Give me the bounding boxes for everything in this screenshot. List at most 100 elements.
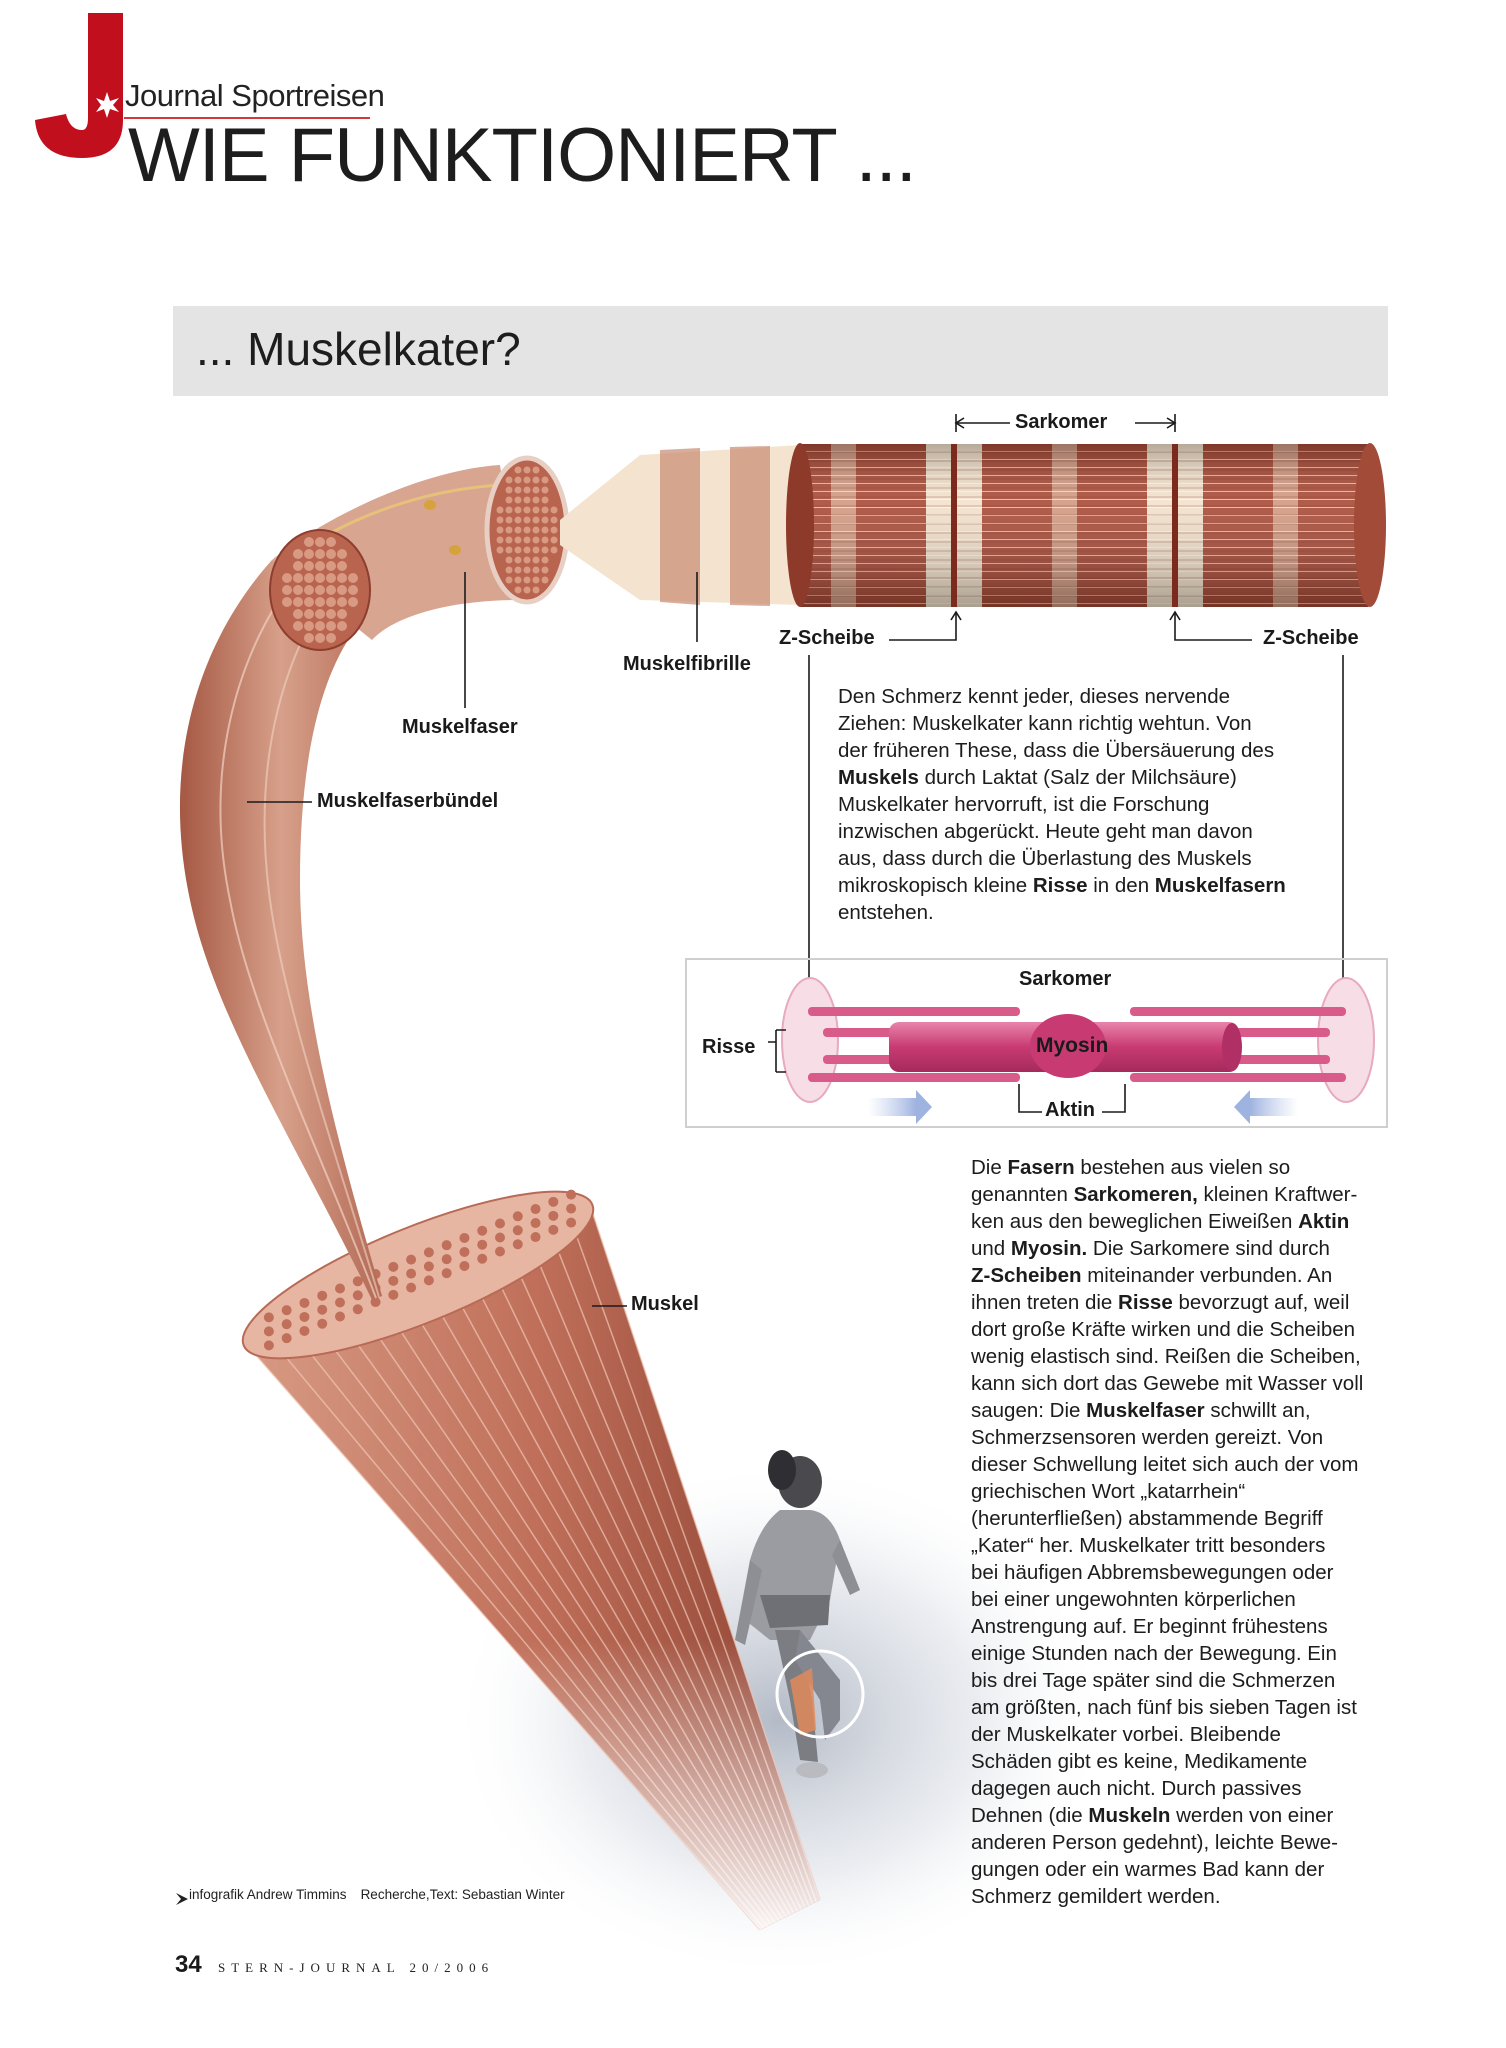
text-run: kleinen Kraftwer- <box>1197 1183 1358 1206</box>
text-run: Muskelkater hervorruft, ist die Forschun… <box>838 793 1210 816</box>
paragraph-line: ihnen treten die Risse bevorzugt auf, we… <box>971 1289 1363 1316</box>
paragraph-line: bis drei Tage später sind die Schmerzen <box>971 1667 1363 1694</box>
journal-brand: Journal Sportreisen <box>125 78 385 113</box>
paragraph-line: Ziehen: Muskelkater kann richtig wehtun.… <box>838 710 1286 737</box>
magazine-issue: STERN-JOURNAL 20/2006 <box>218 1960 495 1975</box>
bold-term: Sarkomeren, <box>1073 1183 1198 1206</box>
label-muskelfaserbuendel: Muskelfaserbündel <box>317 790 499 812</box>
text-run: kann sich dort das Gewebe mit Wasser vol… <box>971 1372 1364 1395</box>
paragraph-line: mikroskopisch kleine Risse in den Muskel… <box>838 872 1286 899</box>
paragraph-line: „Kater“ her. Muskelkater tritt besonders <box>971 1532 1363 1559</box>
bold-term: Myosin. <box>1010 1237 1088 1260</box>
paragraph-line: Anstrengung auf. Er beginnt frühestens <box>971 1613 1363 1640</box>
paragraph-line: (herunterfließen) abstammende Begriff <box>971 1505 1363 1532</box>
bold-term: Muskelfasern <box>1154 874 1286 897</box>
text-run: und <box>971 1237 1011 1260</box>
label-muskel: Muskel <box>631 1293 699 1315</box>
runner-figure <box>735 1450 865 1778</box>
text-run: bis drei Tage später sind die Schmerzen <box>971 1669 1336 1692</box>
paragraph-line: wenig elastisch sind. Reißen die Scheibe… <box>971 1343 1363 1370</box>
text-run: schwillt an, <box>1204 1399 1311 1422</box>
text-run: bei einer ungewohnten körperlichen <box>971 1588 1296 1611</box>
text-run: bei häufigen Abbremsbewegungen oder <box>971 1561 1334 1584</box>
label-z-scheibe-right: Z-Scheibe <box>1263 627 1359 649</box>
text-run: (herunterfließen) abstammende Begriff <box>971 1507 1323 1530</box>
paragraph-line: genannten Sarkomeren, kleinen Kraftwer- <box>971 1181 1363 1208</box>
label-z-scheibe-left: Z-Scheibe <box>779 627 875 649</box>
paragraph-line: Muskels durch Laktat (Salz der Milchsäur… <box>838 764 1286 791</box>
sarcomere-title: Sarkomer <box>1019 968 1112 990</box>
paragraph-line: inzwischen abgerückt. Heute geht man dav… <box>838 818 1286 845</box>
actin-filament <box>1130 1073 1346 1082</box>
paragraph-line: kann sich dort das Gewebe mit Wasser vol… <box>971 1370 1363 1397</box>
text-run: ihnen treten die <box>971 1291 1119 1314</box>
text-run: werden von einer <box>1170 1804 1334 1827</box>
highlight-circle <box>775 1649 865 1739</box>
intro-paragraph: Den Schmerz kennt jeder, dieses nervende… <box>838 683 1286 926</box>
text-run: miteinander verbunden. An <box>1081 1264 1333 1287</box>
text-run: Die Sarkomere sind durch <box>1087 1237 1330 1260</box>
page-number: 34 <box>175 1951 202 1978</box>
label-aktin: Aktin <box>1045 1099 1095 1121</box>
paragraph-line: dieser Schwellung leitet sich auch der v… <box>971 1451 1363 1478</box>
label-muskelfibrille: Muskelfibrille <box>623 653 751 675</box>
bold-term: Muskeln <box>1088 1804 1171 1827</box>
page-title: WIE FUNKTIONIERT ... <box>128 113 917 198</box>
paragraph-line: anderen Person gedehnt), leichte Bewe- <box>971 1829 1363 1856</box>
text-run: dort große Kräfte wirken und die Scheibe… <box>971 1318 1356 1341</box>
text-run: in den <box>1087 874 1155 897</box>
paragraph-line: saugen: Die Muskelfaser schwillt an, <box>971 1397 1363 1424</box>
label-myosin: Myosin <box>1036 1034 1109 1057</box>
text-run: anderen Person gedehnt), leichte Bewe- <box>971 1831 1338 1854</box>
bold-term: Aktin <box>1298 1210 1350 1233</box>
text-run: „Kater“ her. Muskelkater tritt besonders <box>971 1534 1326 1557</box>
credit-research: Recherche,Text: Sebastian Winter <box>360 1887 565 1902</box>
muscle-illustration <box>241 1189 821 1931</box>
sarcomere-diagram <box>768 977 1375 1124</box>
page-subtitle: ... Muskelkater? <box>196 323 521 375</box>
paragraph-line: der Muskelkater vorbei. Bleibende <box>971 1721 1363 1748</box>
paragraph-line: Den Schmerz kennt jeder, dieses nervende <box>838 683 1286 710</box>
text-run: Schmerz gemildert werden. <box>971 1885 1221 1908</box>
z-disc <box>951 444 957 607</box>
text-run: dagegen auch nicht. Durch passives <box>971 1777 1302 1800</box>
paragraph-line: dagegen auch nicht. Durch passives <box>971 1775 1363 1802</box>
actin-filament <box>808 1073 1020 1082</box>
paragraph-line: Schmerzsensoren werden gereizt. Von <box>971 1424 1363 1451</box>
bold-term: Muskels <box>838 766 919 789</box>
paragraph-line: Dehnen (die Muskeln werden von einer <box>971 1802 1363 1829</box>
text-run: der früheren These, dass die Übersäuerun… <box>838 739 1275 762</box>
z-disc <box>1172 444 1178 607</box>
paragraph-line: Z-Scheiben miteinander verbunden. An <box>971 1262 1363 1289</box>
text-run: bevorzugt auf, weil <box>1172 1291 1350 1314</box>
text-run: bestehen aus vielen so <box>1074 1156 1291 1179</box>
paragraph-line: Schäden gibt es keine, Medikamente <box>971 1748 1363 1775</box>
paragraph-line: dort große Kräfte wirken und die Scheibe… <box>971 1316 1363 1343</box>
label-sarkomer: Sarkomer <box>1015 411 1108 433</box>
text-run: gungen oder ein warmes Bad kann der <box>971 1858 1325 1881</box>
journal-logo <box>35 13 123 158</box>
text-run: aus, dass durch die Überlastung des Musk… <box>838 847 1252 870</box>
paragraph-line: bei einer ungewohnten körperlichen <box>971 1586 1363 1613</box>
label-risse: Risse <box>702 1036 756 1058</box>
muscle-fiber-bundle-illustration <box>179 455 570 1300</box>
text-run: am größten, nach fünf bis sieben Tagen i… <box>971 1696 1357 1719</box>
bold-term: Risse <box>1032 874 1088 897</box>
text-run: griechischen Wort „katarrhein“ <box>971 1480 1246 1503</box>
text-run: inzwischen abgerückt. Heute geht man dav… <box>838 820 1253 843</box>
bold-term: Fasern <box>1007 1156 1075 1179</box>
brand-underline <box>124 117 370 119</box>
paragraph-line: Die Fasern bestehen aus vielen so <box>971 1154 1363 1181</box>
bold-term: Z-Scheiben <box>971 1264 1082 1287</box>
star-icon <box>176 1893 188 1905</box>
leader-lines <box>247 414 1350 1307</box>
paragraph-line: aus, dass durch die Überlastung des Musk… <box>838 845 1286 872</box>
paragraph-line: einige Stunden nach der Bewegung. Ein <box>971 1640 1363 1667</box>
paragraph-line: gungen oder ein warmes Bad kann der <box>971 1856 1363 1883</box>
text-run: der Muskelkater vorbei. Bleibende <box>971 1723 1281 1746</box>
paragraph-line: und Myosin. Die Sarkomere sind durch <box>971 1235 1363 1262</box>
bold-term: Muskelfaser <box>1086 1399 1205 1422</box>
text-run: Schmerzsensoren werden gereizt. Von <box>971 1426 1324 1449</box>
